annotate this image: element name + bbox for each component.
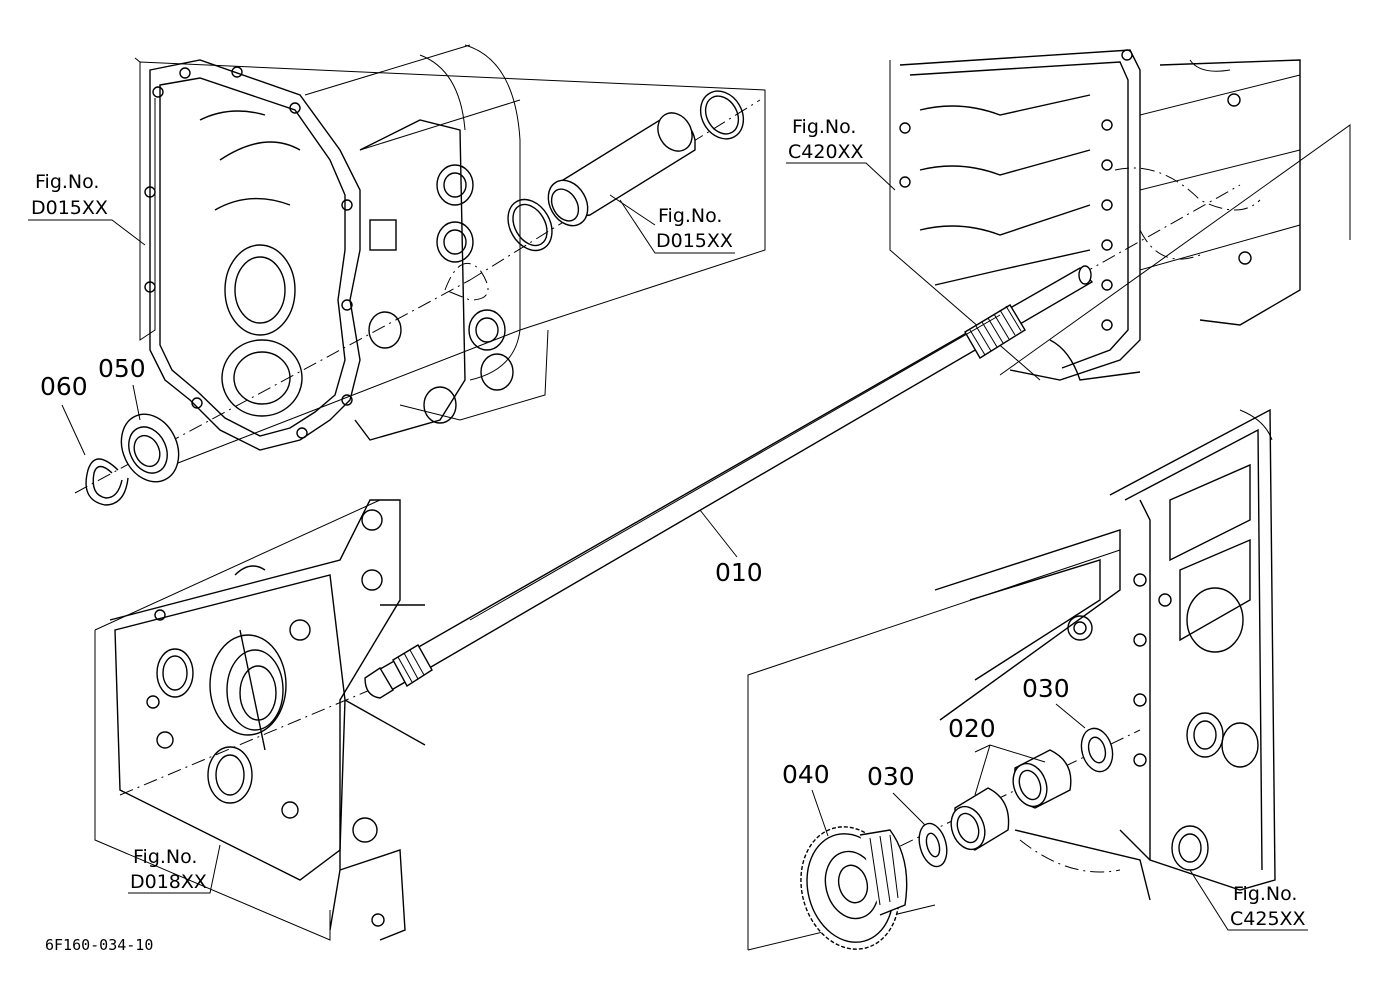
label-p060: 060 [40, 372, 88, 401]
ref3-code: C420XX [788, 141, 864, 163]
housing-bottom-right [934, 408, 1276, 901]
part-gear [800, 789, 908, 950]
ref4-code: D018XX [130, 871, 207, 893]
ref3-prefix: Fig.No. [792, 116, 856, 138]
label-p010: 010 [715, 558, 763, 587]
ref2-code: D015XX [656, 230, 733, 252]
part-labels: 010 020 030 030 040 050 060 [40, 354, 1070, 791]
ref2-prefix: Fig.No. [658, 205, 722, 227]
part-ball-bearing [120, 384, 180, 483]
part-washer [892, 703, 1114, 868]
housing-top-right [889, 49, 1301, 381]
label-p030a: 030 [1022, 674, 1070, 703]
sleeve-assembly [507, 90, 745, 252]
group-frame-top-left [139, 61, 766, 471]
drawing-code: 6F160-034-10 [45, 936, 153, 954]
label-p050: 050 [98, 354, 146, 383]
part-needle-bearing [950, 744, 1072, 851]
part-snap-ring [61, 404, 129, 506]
housing-top-left [134, 44, 549, 451]
label-p020: 020 [948, 714, 996, 743]
ref4-prefix: Fig.No. [133, 846, 197, 868]
ref5-code: C425XX [1230, 908, 1306, 930]
label-p030b: 030 [867, 762, 915, 791]
ref5-prefix: Fig.No. [1233, 883, 1297, 905]
housing-bottom-left [94, 499, 426, 941]
label-p040: 040 [782, 760, 830, 789]
part-shaft [364, 265, 1094, 699]
figure-references: Fig.No. D015XX Fig.No. D015XX Fig.No. C4… [31, 116, 1306, 930]
ref1-prefix: Fig.No. [35, 171, 99, 193]
ref1-code: D015XX [31, 197, 108, 219]
group-frame-bottom-right [747, 549, 1121, 950]
figure-ref-leaders [28, 162, 1308, 931]
group-frame-bottom-left [94, 499, 381, 631]
